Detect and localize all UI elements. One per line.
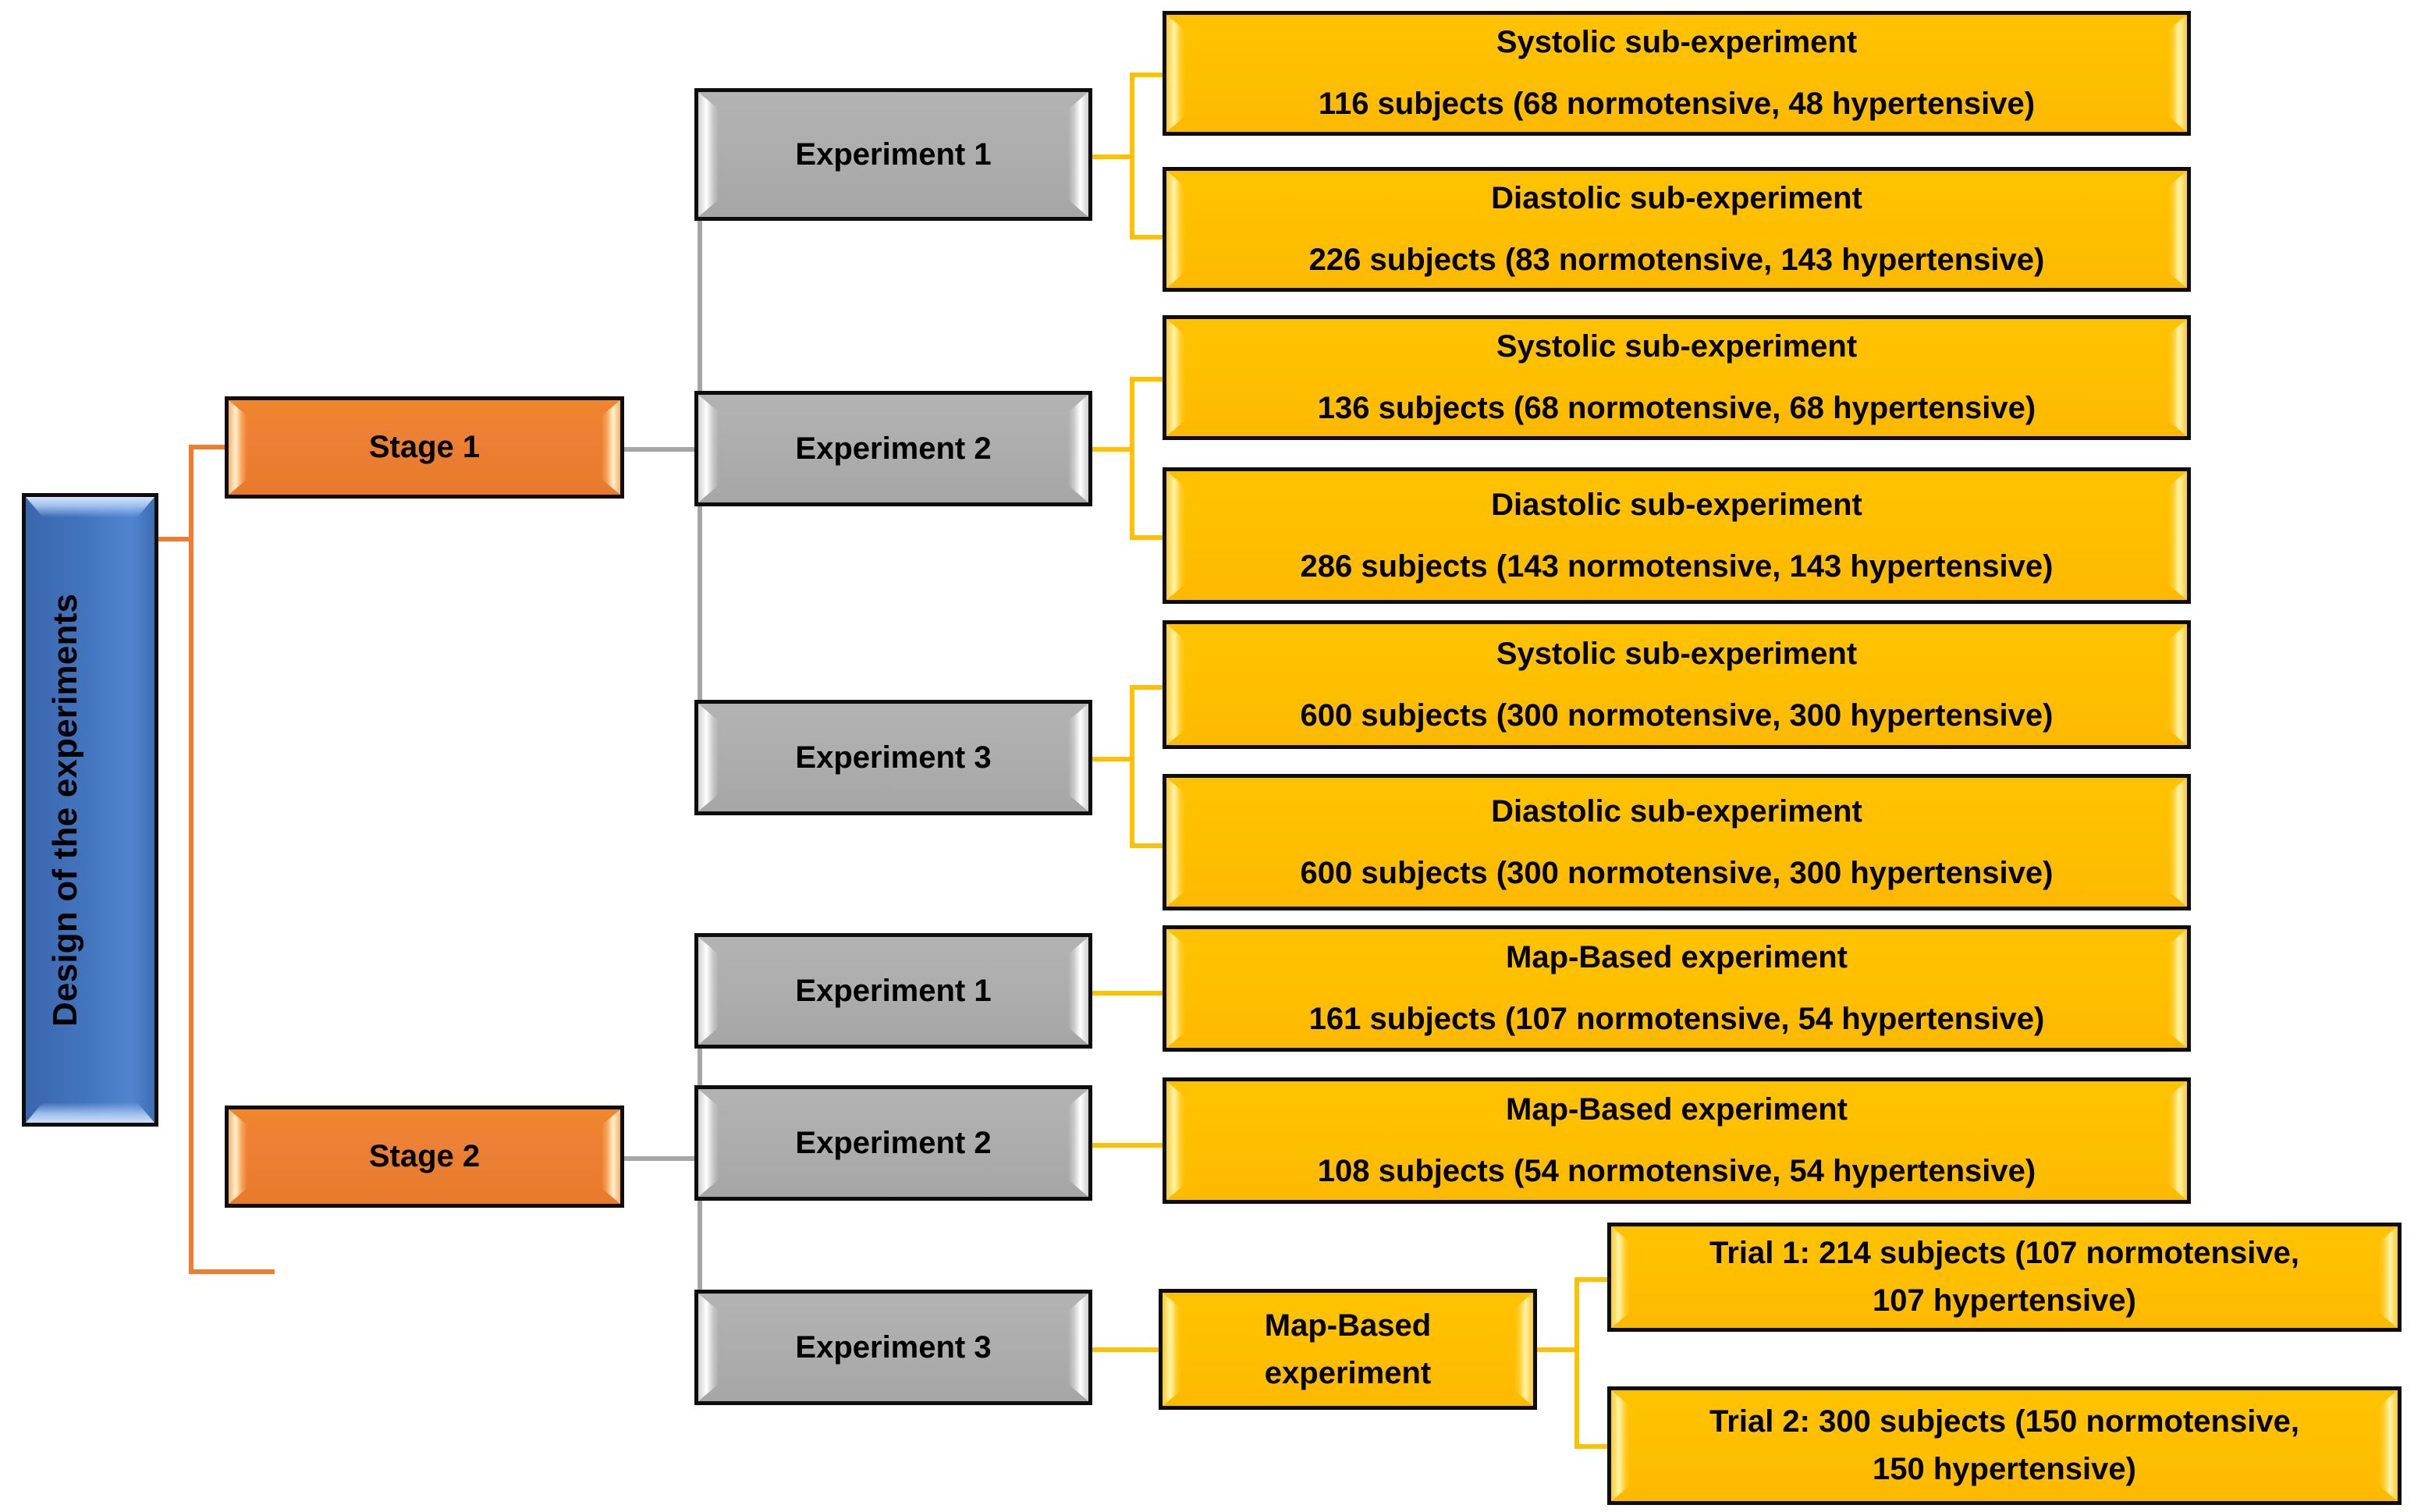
leaf-node-s1e3-systolic[interactable]: Systolic sub-experiment 600 subjects (30… (1163, 620, 2191, 749)
s2e3-leaf-title: Map-Based (1264, 1308, 1432, 1343)
connector-map-box-to-trial-1 (1574, 1277, 1609, 1282)
leaf-node-s2e2-map-based[interactable]: Map-Based experiment 108 subjects (54 no… (1163, 1077, 2191, 1204)
leaf-node-s2e3-map-based[interactable]: Map-Based experiment (1159, 1289, 1537, 1410)
leaf-node-s1e1-diastolic[interactable]: Diastolic sub-experiment 226 subjects (8… (1163, 167, 2191, 292)
s1e1-leaf-2-detail: 226 subjects (83 normotensive, 143 hyper… (1308, 243, 2045, 277)
leaf-node-s1e2-diastolic[interactable]: Diastolic sub-experiment 286 subjects (1… (1163, 467, 2191, 604)
s1e1-leaf-2-title: Diastolic sub-experiment (1491, 181, 1862, 216)
connector-s2e2-to-leaf (1092, 1143, 1164, 1148)
connector-s1e2-to-leaf-2 (1130, 535, 1164, 540)
stage-2-label: Stage 2 (368, 1139, 481, 1174)
leaf-node-s2e3-trial-2[interactable]: Trial 2: 300 subjects (150 normotensive,… (1607, 1386, 2402, 1505)
experiment-node-s2-experiment-2[interactable]: Experiment 2 (694, 1085, 1092, 1201)
connector-map-box-to-trial-2 (1574, 1444, 1609, 1449)
experiment-node-s1-experiment-2[interactable]: Experiment 2 (694, 391, 1092, 506)
leaf-node-s1e1-systolic[interactable]: Systolic sub-experiment 116 subjects (68… (1163, 11, 2191, 136)
leaf-node-s2e3-trial-1[interactable]: Trial 1: 214 subjects (107 normotensive,… (1607, 1223, 2402, 1332)
s1-experiment-1-label: Experiment 1 (795, 137, 992, 172)
s2e1-leaf-title: Map-Based experiment (1506, 940, 1848, 975)
experiment-node-s2-experiment-3[interactable]: Experiment 3 (694, 1290, 1092, 1405)
connector-map-box-trunk (1574, 1277, 1579, 1449)
connector-s1e3-to-leaf-1 (1130, 685, 1164, 690)
connector-root-stub (158, 537, 191, 541)
s1e2-leaf-2-title: Diastolic sub-experiment (1491, 487, 1862, 522)
connector-root-trunk (189, 445, 193, 1274)
s1-experiment-2-label: Experiment 2 (795, 431, 992, 466)
connector-map-box-stub (1535, 1347, 1579, 1352)
s1e3-leaf-1-title: Systolic sub-experiment (1496, 636, 1858, 671)
s1e2-leaf-1-title: Systolic sub-experiment (1496, 329, 1858, 364)
s2-experiment-2-label: Experiment 2 (795, 1125, 992, 1160)
root-node-design-of-the-experiments[interactable]: Design of the experiments (22, 493, 158, 1127)
s1e1-leaf-1-detail: 116 subjects (68 normotensive, 48 hypert… (1318, 87, 2036, 121)
leaf-node-s2e1-map-based[interactable]: Map-Based experiment 161 subjects (107 n… (1163, 925, 2191, 1052)
s2e2-leaf-detail: 108 subjects (54 normotensive, 54 hypert… (1317, 1154, 2036, 1188)
s1e1-leaf-1-title: Systolic sub-experiment (1496, 25, 1858, 60)
s2-experiment-1-label: Experiment 1 (795, 973, 992, 1008)
connector-s1e3-stub (1092, 757, 1134, 761)
connector-s1e1-stub (1092, 154, 1134, 159)
connector-s1e1-to-leaf-1 (1130, 73, 1164, 77)
leaf-node-s1e3-diastolic[interactable]: Diastolic sub-experiment 600 subjects (3… (1163, 774, 2191, 910)
leaf-node-s1e2-systolic[interactable]: Systolic sub-experiment 136 subjects (68… (1163, 315, 2191, 440)
connector-s1e1-trunk (1130, 73, 1134, 240)
trial-1-line-1: Trial 1: 214 subjects (107 normotensive, (1709, 1236, 2299, 1271)
connector-s1e1-to-leaf-2 (1130, 235, 1164, 240)
connector-s1e3-trunk (1130, 685, 1134, 848)
trial-1-line-2: 107 hypertensive) (1873, 1283, 2136, 1318)
connector-root-to-stage-2 (189, 1269, 275, 1274)
s1e2-leaf-2-detail: 286 subjects (143 normotensive, 143 hype… (1300, 548, 2054, 584)
stage-1-label: Stage 1 (368, 430, 481, 465)
connector-s2e3-to-map-box (1092, 1347, 1164, 1352)
connector-s1e3-to-leaf-2 (1130, 843, 1164, 848)
experiment-node-s2-experiment-1[interactable]: Experiment 1 (694, 933, 1092, 1049)
s1-experiment-3-label: Experiment 3 (795, 740, 992, 775)
stage-node-stage-2[interactable]: Stage 2 (225, 1106, 624, 1208)
stage-node-stage-1[interactable]: Stage 1 (225, 396, 624, 499)
root-label: Design of the experiments (46, 593, 84, 1027)
s2e3-leaf-detail: experiment (1264, 1355, 1432, 1390)
s2e2-leaf-title: Map-Based experiment (1506, 1092, 1848, 1127)
connector-s1e2-to-leaf-1 (1130, 377, 1164, 382)
connector-stage-1-stub (624, 447, 702, 452)
s2e1-leaf-detail: 161 subjects (107 normotensive, 54 hyper… (1308, 1002, 2045, 1036)
s2-experiment-3-label: Experiment 3 (795, 1329, 992, 1365)
trial-2-line-1: Trial 2: 300 subjects (150 normotensive, (1709, 1404, 2299, 1439)
s1e3-leaf-2-detail: 600 subjects (300 normotensive, 300 hype… (1300, 855, 2054, 890)
connector-s1e2-trunk (1130, 377, 1134, 540)
connector-s1e2-stub (1092, 447, 1134, 452)
s1e3-leaf-1-detail: 600 subjects (300 normotensive, 300 hype… (1300, 697, 2054, 733)
s1e2-leaf-1-detail: 136 subjects (68 normotensive, 68 hypert… (1317, 391, 2036, 425)
connector-s2e1-to-leaf (1092, 991, 1164, 996)
trial-2-line-2: 150 hypertensive) (1873, 1452, 2136, 1486)
experiment-node-s1-experiment-3[interactable]: Experiment 3 (694, 700, 1092, 815)
connector-stage-2-stub (624, 1156, 702, 1161)
experiment-node-s1-experiment-1[interactable]: Experiment 1 (694, 88, 1092, 221)
s1e3-leaf-2-title: Diastolic sub-experiment (1491, 793, 1862, 829)
